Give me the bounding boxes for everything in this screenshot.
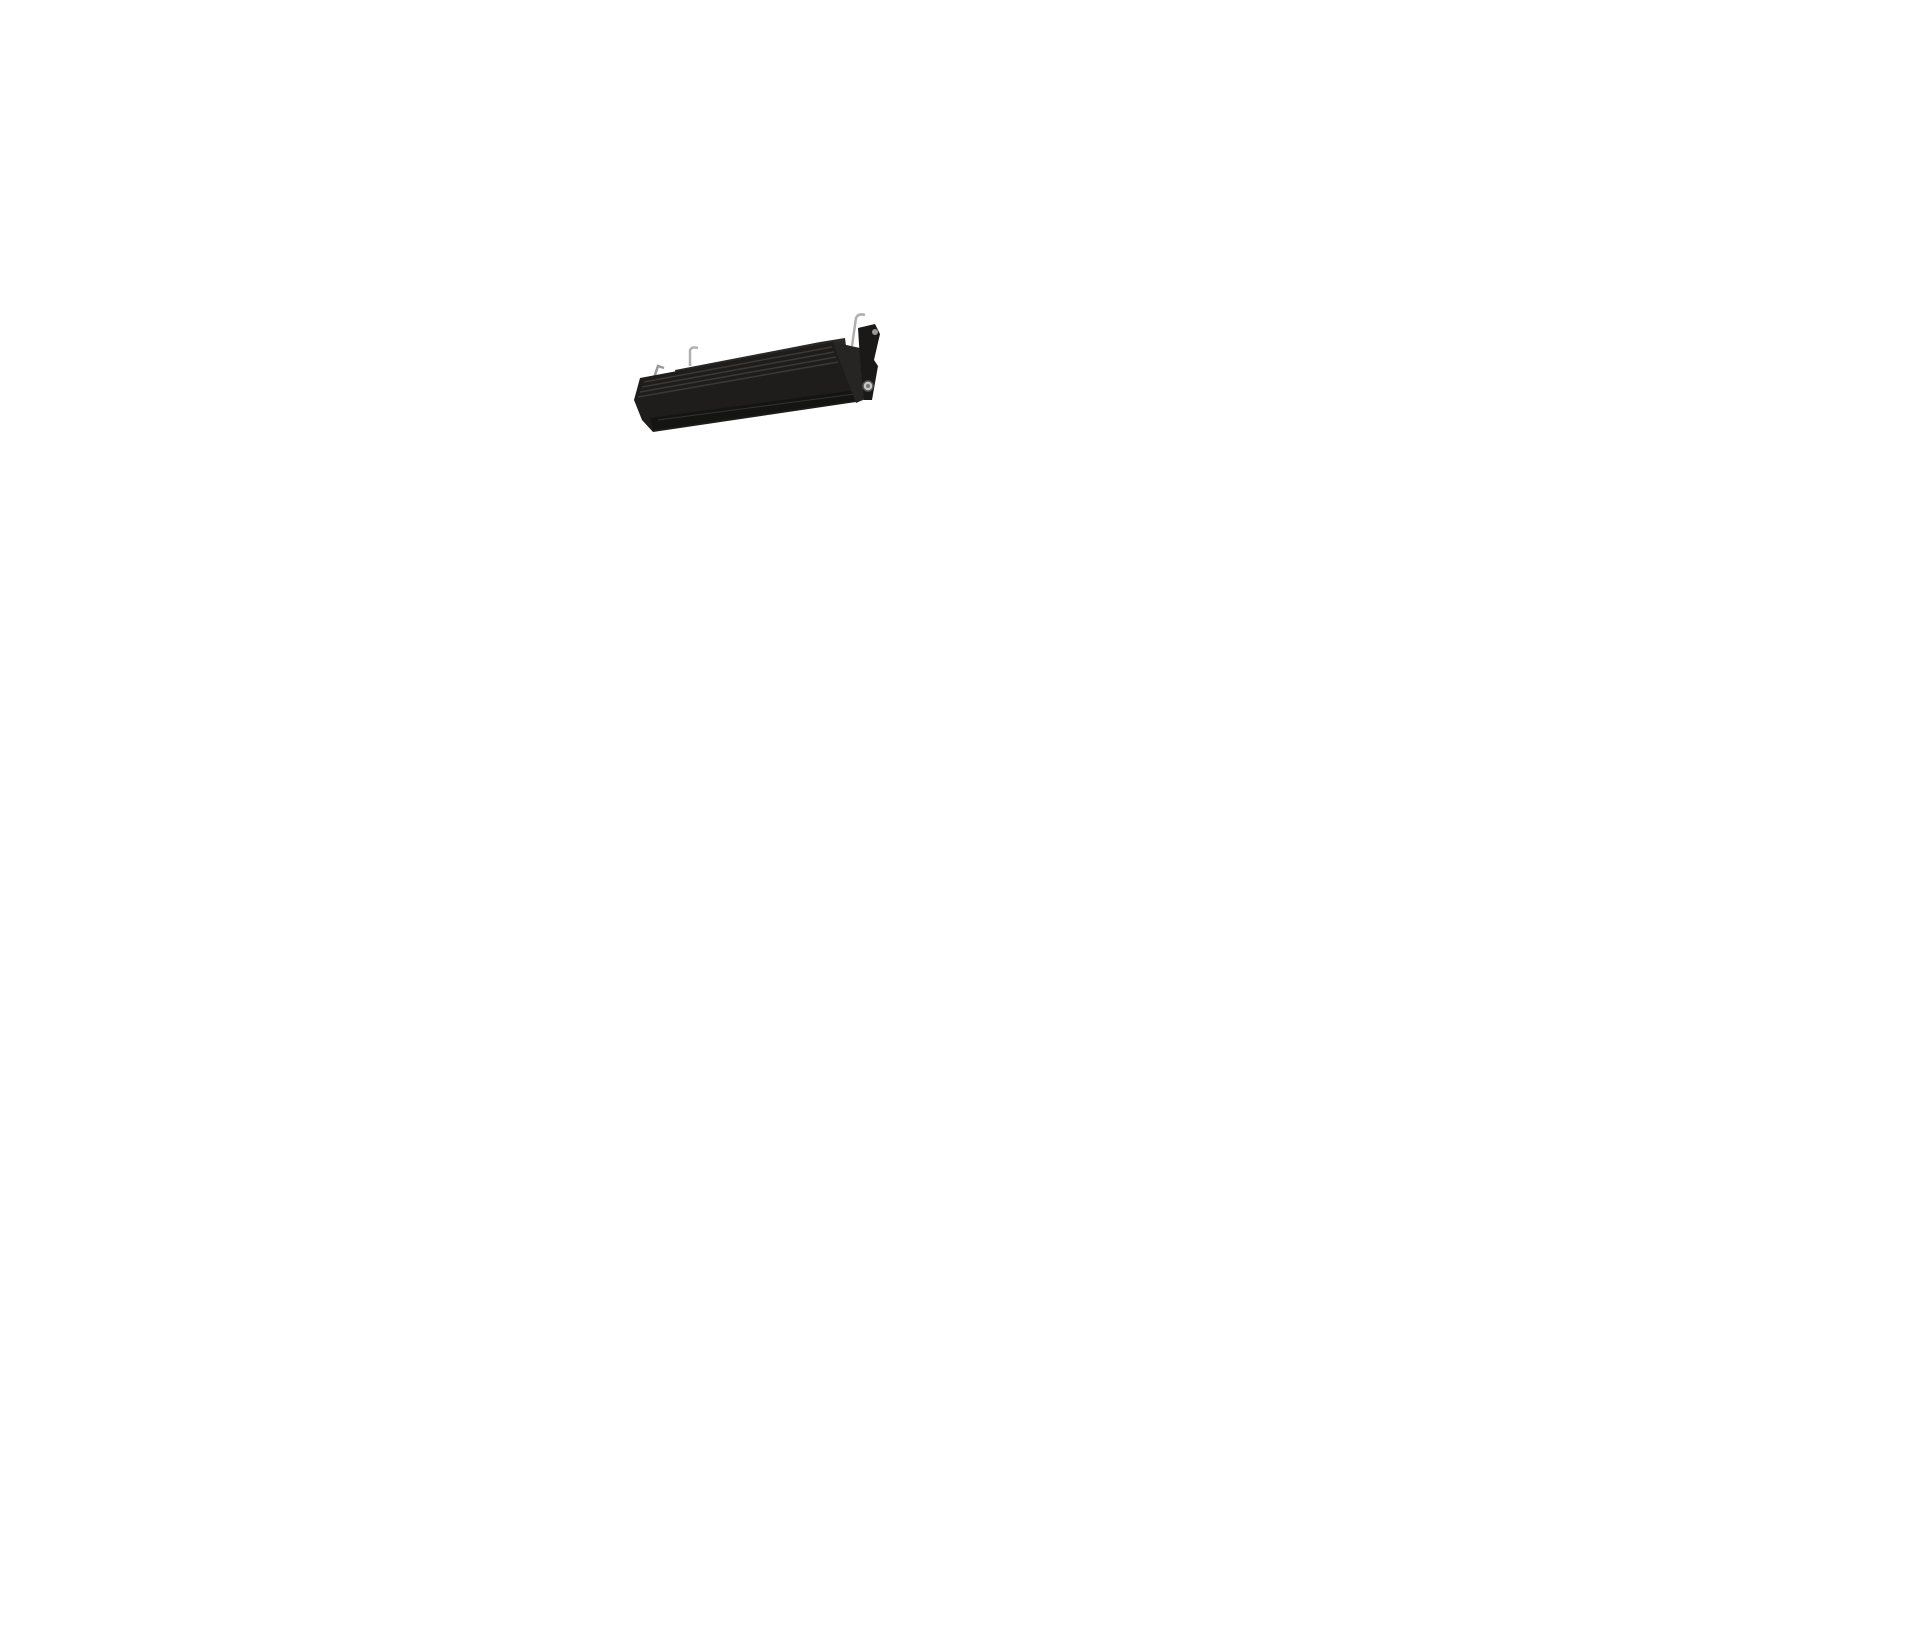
heatsink-fins	[637, 346, 839, 398]
right-hanging-hook	[850, 313, 866, 347]
mounting-bracket	[858, 324, 880, 400]
led-linear-fixture-image	[634, 313, 880, 432]
bracket-screw	[872, 329, 878, 335]
fixture-body	[634, 342, 870, 432]
left-clip	[652, 364, 665, 379]
left-hanging-hook	[688, 346, 699, 366]
